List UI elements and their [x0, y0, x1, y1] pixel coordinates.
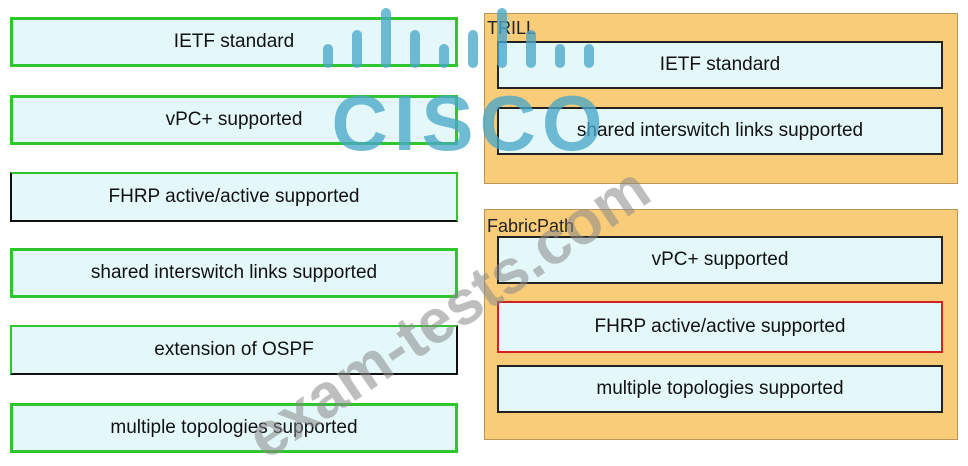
source-item-label: vPC+ supported	[165, 109, 303, 130]
target-item-label: IETF standard	[659, 54, 781, 75]
source-item-ietf-standard[interactable]: IETF standard	[10, 17, 458, 67]
target-item-label: vPC+ supported	[651, 249, 789, 270]
source-item-label: multiple topologies supported	[110, 417, 358, 438]
trill-slot-1[interactable]: IETF standard	[497, 41, 943, 89]
source-item-label: FHRP active/active supported	[108, 186, 360, 207]
trill-slot-2[interactable]: shared interswitch links supported	[497, 107, 943, 155]
group-title-trill: TRILL	[487, 18, 537, 38]
target-item-label: multiple topologies supported	[596, 378, 844, 399]
source-item-label: IETF standard	[173, 31, 295, 52]
target-group-fabricpath[interactable]: FabricPath vPC+ supported FHRP active/ac…	[484, 209, 958, 440]
source-item-label: shared interswitch links supported	[90, 262, 378, 283]
fabricpath-slot-1[interactable]: vPC+ supported	[497, 236, 943, 284]
source-item-multiple-topologies[interactable]: multiple topologies supported	[10, 403, 458, 453]
group-title-fabricpath: FabricPath	[487, 216, 575, 236]
target-item-label: FHRP active/active supported	[594, 316, 846, 337]
source-item-vpc-supported[interactable]: vPC+ supported	[10, 95, 458, 145]
source-item-extension-of-ospf[interactable]: extension of OSPF	[10, 325, 458, 375]
fabricpath-slot-3[interactable]: multiple topologies supported	[497, 365, 943, 413]
source-item-fhrp-active-active[interactable]: FHRP active/active supported	[10, 172, 458, 222]
target-item-label: shared interswitch links supported	[576, 120, 864, 141]
target-group-trill[interactable]: TRILL IETF standard shared interswitch l…	[484, 13, 958, 184]
source-item-shared-interswitch-links[interactable]: shared interswitch links supported	[10, 248, 458, 298]
source-item-label: extension of OSPF	[154, 339, 314, 360]
fabricpath-slot-2[interactable]: FHRP active/active supported	[497, 301, 943, 353]
